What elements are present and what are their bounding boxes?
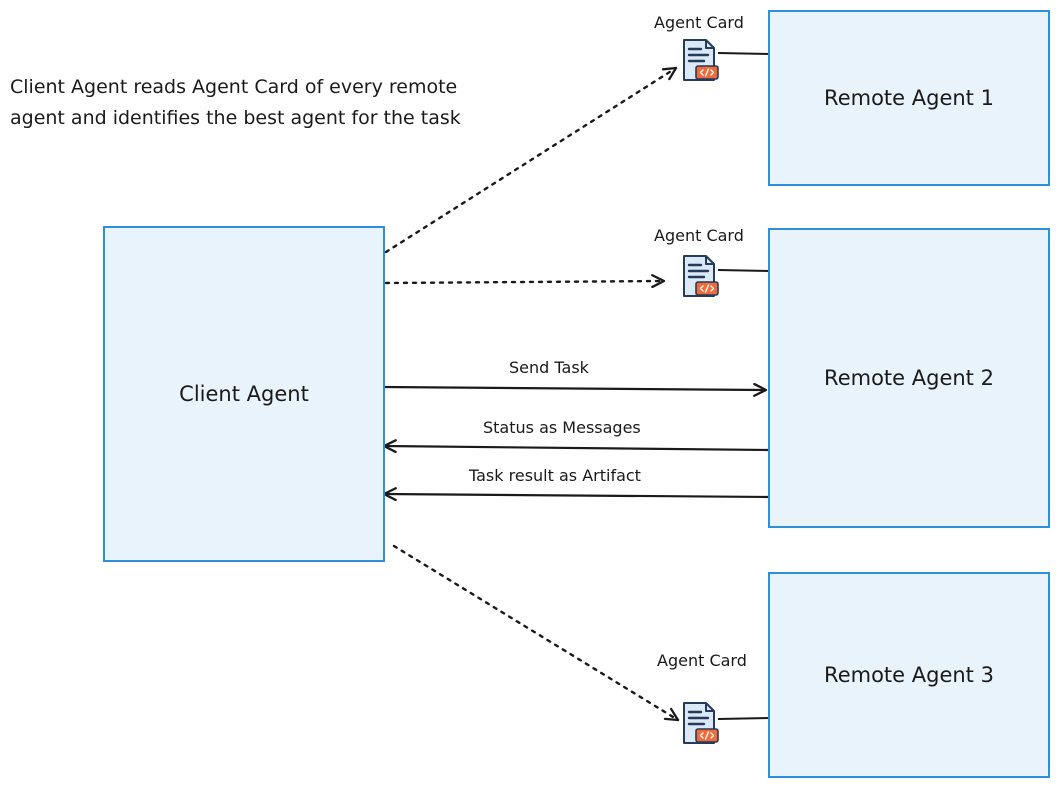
remote-agent-3-label: Remote Agent 3 — [824, 663, 994, 687]
discovery-arrow-agent-3 — [392, 544, 680, 722]
agent-card-icon-3 — [682, 701, 720, 745]
task-result-label: Task result as Artifact — [469, 466, 641, 485]
card-connector-2 — [717, 269, 771, 272]
status-messages-arrow — [382, 439, 769, 454]
send-task-label: Send Task — [509, 358, 589, 377]
remote-agent-2-box: Remote Agent 2 — [768, 228, 1050, 528]
task-result-arrow — [382, 487, 769, 502]
agent-card-label-2: Agent Card — [654, 226, 744, 245]
remote-agent-1-label: Remote Agent 1 — [824, 86, 994, 110]
card-connector-3 — [717, 717, 771, 720]
send-task-arrow — [383, 382, 768, 397]
agent-card-label-1: Agent Card — [654, 13, 744, 32]
agent-card-label-3: Agent Card — [657, 651, 747, 670]
status-messages-label: Status as Messages — [483, 418, 641, 437]
client-agent-box: Client Agent — [103, 226, 385, 562]
discovery-arrow-agent-1 — [384, 66, 678, 254]
agent-card-icon-2 — [682, 254, 720, 298]
remote-agent-2-label: Remote Agent 2 — [824, 366, 994, 390]
discovery-note-line-1: Client Agent reads Agent Card of every r… — [10, 76, 458, 98]
remote-agent-3-box: Remote Agent 3 — [768, 572, 1050, 778]
discovery-note: Client Agent reads Agent Card of every r… — [10, 72, 530, 134]
remote-agent-1-box: Remote Agent 1 — [768, 10, 1050, 186]
client-agent-label: Client Agent — [179, 382, 309, 406]
card-connector-1 — [717, 52, 771, 55]
discovery-note-line-2: agent and identifies the best agent for … — [10, 107, 461, 129]
discovery-arrow-agent-2 — [384, 274, 666, 289]
agent-card-icon-1 — [682, 38, 720, 82]
